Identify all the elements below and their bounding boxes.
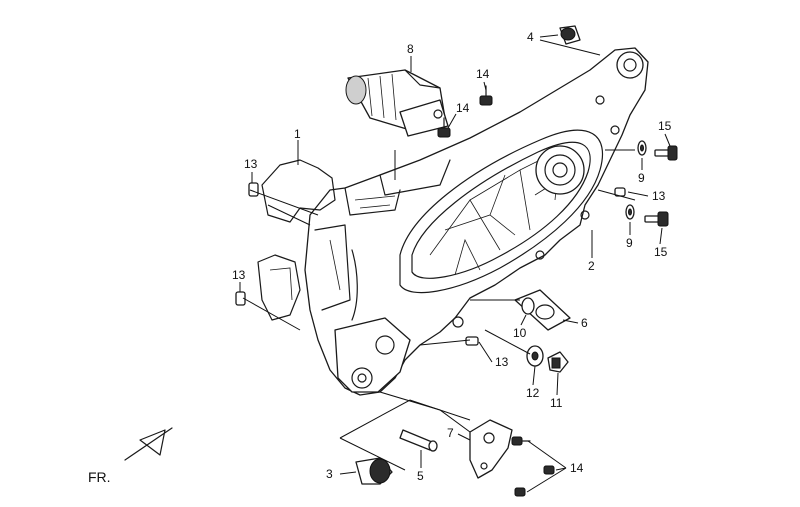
bushing-part-4 [559, 25, 581, 45]
callout-4: 4 [527, 30, 534, 44]
dowel-13-bottom [465, 336, 479, 346]
callout-14-lower: 14 [570, 461, 584, 475]
bolt-14-lower-3 [514, 487, 526, 497]
callout-14-middle: 14 [456, 101, 470, 115]
bolt-15-lower [644, 211, 669, 227]
bolt-14-upper [479, 85, 493, 106]
bracket-part-7 [469, 419, 513, 479]
callout-13-bottom: 13 [495, 355, 509, 369]
bolt-15-upper [654, 145, 678, 161]
front-direction-arrow-icon [124, 427, 173, 461]
callout-10: 10 [513, 326, 527, 340]
callout-6: 6 [581, 316, 588, 330]
callout-2: 2 [588, 259, 595, 273]
callout-13-upper-left: 13 [244, 157, 258, 171]
callout-5: 5 [417, 469, 424, 483]
washer-9-lower [625, 204, 635, 220]
callout-9-upper: 9 [638, 171, 645, 185]
drain-bolt-part-11 [547, 351, 569, 373]
washer-part-12 [526, 345, 544, 367]
bolt-14-middle [437, 117, 451, 138]
callout-7: 7 [447, 426, 454, 440]
callout-8: 8 [407, 42, 414, 56]
callout-11: 11 [550, 396, 563, 410]
o-ring-part-10 [521, 297, 535, 315]
callout-3: 3 [326, 467, 333, 481]
callout-15-lower: 15 [654, 245, 668, 259]
callout-15-upper: 15 [658, 119, 672, 133]
callout-leaders [239, 34, 671, 493]
callout-labels: FR. 1 2 3 4 5 6 7 8 9 9 10 11 12 13 13 1… [88, 30, 672, 485]
bushing-part-3 [355, 457, 393, 485]
callout-1: 1 [294, 127, 301, 141]
bolt-14-lower-1 [511, 436, 531, 446]
dowel-13-upper-left [248, 182, 259, 197]
pin-part-5 [399, 429, 438, 452]
callout-14-upper: 14 [476, 67, 490, 81]
callout-13-lower-left: 13 [232, 268, 246, 282]
direction-label: FR. [88, 469, 111, 485]
assembly-lines [242, 39, 636, 471]
callout-12: 12 [526, 386, 540, 400]
washer-9-upper [637, 140, 647, 156]
gasket-part-1 [257, 159, 336, 321]
callout-9-lower: 9 [626, 236, 633, 250]
callout-13-right: 13 [652, 189, 666, 203]
starter-motor-part-8 [345, 69, 449, 137]
bolt-14-lower-2 [543, 465, 555, 475]
crankcase-body [304, 47, 649, 396]
